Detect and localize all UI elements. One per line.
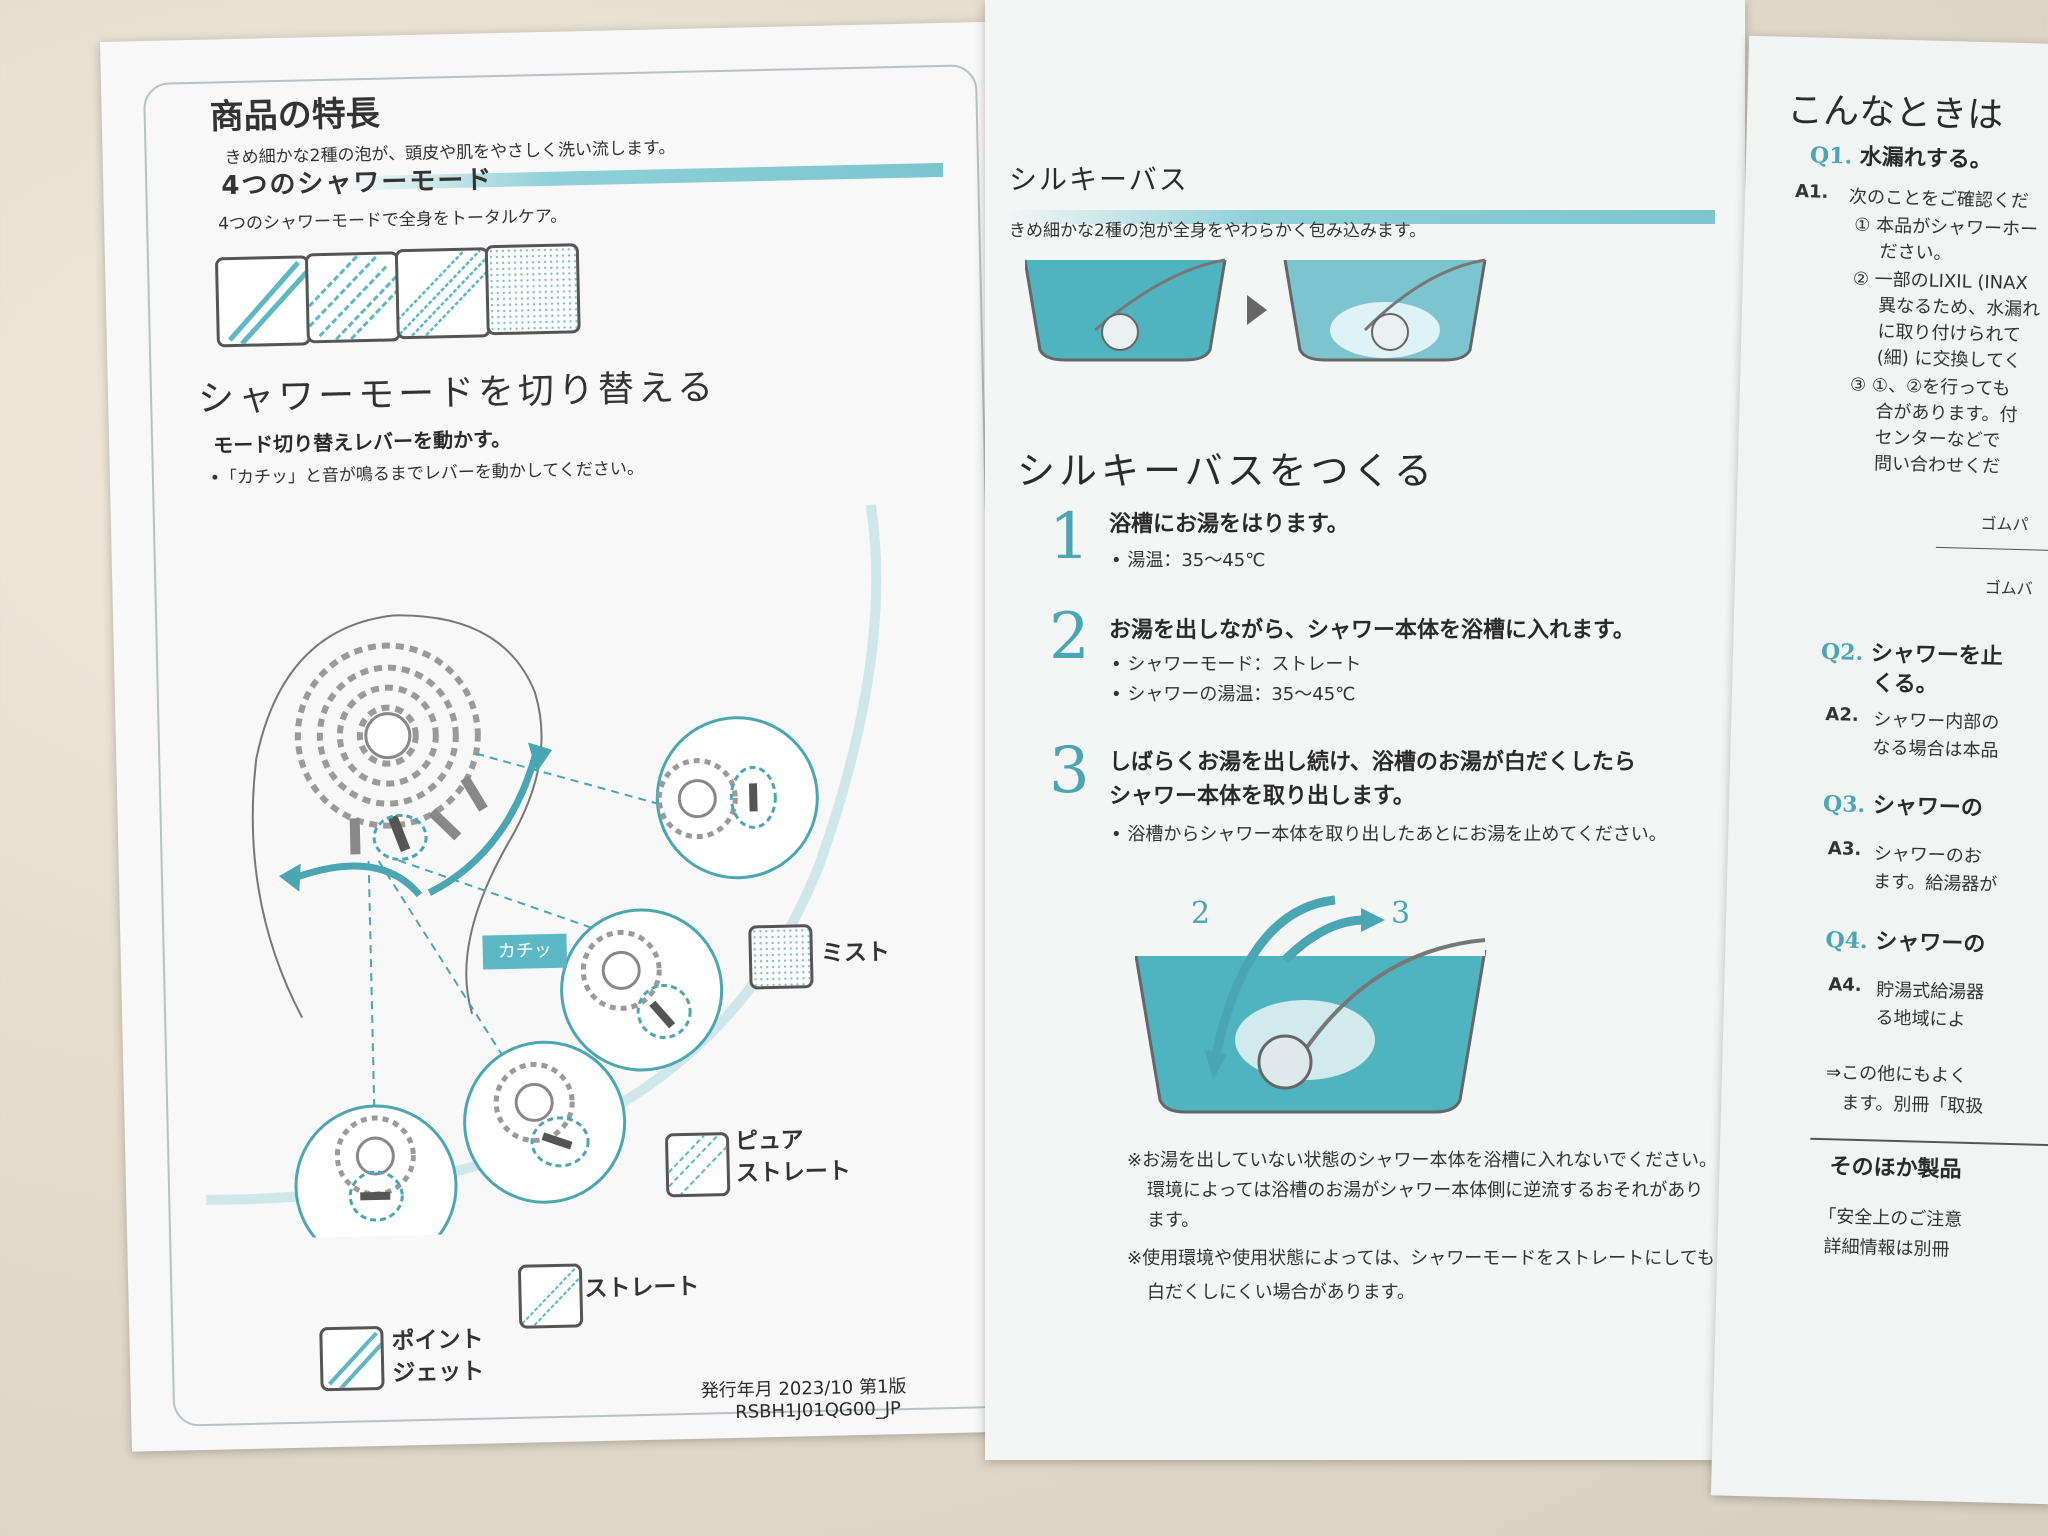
note-2-cont: 白だくしにくい場合があります。 bbox=[1147, 1282, 1415, 1303]
pure-straight-label-2: ストレート bbox=[735, 1158, 852, 1187]
note-2: ※使用環境や使用状態によっては、シャワーモードをストレートにしても bbox=[1127, 1248, 1715, 1269]
step-2-bullet-2: • シャワーの湯温：35～45℃ bbox=[1111, 684, 1356, 705]
point-jet-label-1: ポイント bbox=[391, 1326, 484, 1355]
a1-line: センターなどで bbox=[1874, 427, 2001, 452]
a2-label: A2. bbox=[1825, 704, 1859, 726]
other-line: ます。別冊「取扱 bbox=[1840, 1092, 1984, 1118]
step-1-number: 1 bbox=[1049, 500, 1090, 574]
pure-straight-icon-small bbox=[664, 1132, 731, 1198]
faq-title: こんなときは bbox=[1786, 89, 2004, 137]
right-page: こんなときは Q1. 水漏れする。 A1. 次のことをご確認くだ ① 本品がシャ… bbox=[1710, 35, 2048, 1505]
point-jet-icon-small bbox=[319, 1325, 385, 1392]
mist-icon-small bbox=[748, 924, 814, 990]
q4-text: シャワーの bbox=[1874, 929, 1986, 958]
step-2-bullet-1: • シャワーモード：ストレート bbox=[1111, 654, 1362, 675]
step-2-number: 2 bbox=[1049, 600, 1090, 674]
a3-line: シャワーのお bbox=[1873, 843, 1983, 868]
section-divider bbox=[1810, 1137, 2048, 1147]
arrow-2-label: 2 bbox=[1191, 896, 1211, 931]
step-1-title: 浴槽にお湯をはります。 bbox=[1109, 512, 1349, 537]
a2-line: なる場合は本品 bbox=[1872, 737, 1999, 762]
q1-label: Q1. bbox=[1809, 142, 1853, 170]
step-3-bullet: • 浴槽からシャワー本体を取り出したあとにお湯を止めてください。 bbox=[1111, 824, 1667, 845]
q3-label: Q3. bbox=[1822, 791, 1866, 819]
a1-line: に取り付けられて bbox=[1877, 321, 2022, 347]
mist-label: ミスト bbox=[820, 939, 891, 967]
other-line: ⇒この他にもよく bbox=[1825, 1062, 1968, 1087]
straight-label: ストレート bbox=[584, 1273, 700, 1303]
modes-heading: 4つのシャワーモード bbox=[220, 165, 494, 202]
note-1-cont: 環境によっては浴槽のお湯がシャワー本体側に逆流するおそれがあり bbox=[1147, 1180, 1704, 1201]
step-3-title-2: シャワー本体を取り出します。 bbox=[1109, 784, 1415, 809]
point-jet-mode-icon bbox=[214, 255, 311, 348]
gomu-label-1: ゴムパ bbox=[1980, 514, 2029, 535]
pure-straight-mode-icon bbox=[304, 251, 401, 344]
make-silky-title: シルキーバスをつくる bbox=[1017, 449, 1436, 493]
step-3-title: しばらくお湯を出し続け、浴槽のお湯が白だくしたら bbox=[1109, 750, 1636, 775]
step-1-bullet: • 湯温：35～45℃ bbox=[1111, 550, 1266, 571]
a4-label: A4. bbox=[1828, 974, 1862, 997]
a4-line: る地域によ bbox=[1875, 1007, 1966, 1031]
q3-text: シャワーの bbox=[1872, 793, 1984, 822]
arrow-3-label: 3 bbox=[1391, 896, 1411, 931]
a1-line: 問い合わせくだ bbox=[1873, 453, 2001, 478]
left-page: 商品の特長 きめ細かな2種の泡が、頭皮や肌をやさしく洗い流します。 4つのシャワ… bbox=[100, 21, 1022, 1452]
a3-line: ます。給湯器が bbox=[1872, 871, 1998, 896]
straight-mode-icon bbox=[394, 247, 491, 340]
a4-line: 貯湯式給湯器 bbox=[1875, 979, 1985, 1004]
point-jet-label-2: ジェット bbox=[391, 1358, 485, 1387]
q4-label: Q4. bbox=[1825, 927, 1868, 955]
sonota-line: 「安全上のご注意 bbox=[1818, 1206, 1963, 1231]
middle-page: シルキーバス きめ細かな2種の泡が全身をやわらかく包み込みます。 シルキーバスを… bbox=[985, 0, 1745, 1460]
sonota-heading: そのほか製品 bbox=[1829, 1154, 1962, 1183]
straight-icon-small bbox=[517, 1263, 584, 1329]
a1-line: (細) に交換してく bbox=[1876, 347, 2022, 373]
gomu-label-2: ゴムバ bbox=[1984, 578, 2034, 599]
mode-switch-diagram bbox=[206, 503, 882, 1241]
click-callout: カチッ bbox=[482, 933, 568, 970]
bath-removal-illustration bbox=[1135, 895, 1487, 1114]
silky-title: シルキーバス bbox=[1009, 163, 1189, 196]
a1-line: 合があります。付 bbox=[1875, 401, 2018, 426]
a3-label: A3. bbox=[1827, 838, 1862, 861]
a1-line: ださい。 bbox=[1879, 241, 1952, 265]
pure-straight-label-1: ピュア bbox=[734, 1127, 804, 1155]
silky-bath-illustration bbox=[1025, 258, 1487, 362]
a1-line: ③ ①、②を行っても bbox=[1849, 374, 2011, 400]
sonota-line: 詳細情報は別冊 bbox=[1823, 1236, 1950, 1261]
a2-line: シャワー内部の bbox=[1873, 709, 2000, 734]
features-title: 商品の特長 bbox=[209, 93, 381, 138]
divider bbox=[1935, 546, 2048, 552]
a1-label: A1. bbox=[1794, 181, 1829, 203]
step-3-number: 3 bbox=[1049, 734, 1090, 808]
q2-text-2: くる。 bbox=[1871, 671, 1939, 698]
document-code: RSBH1J01QG00_JP bbox=[735, 1398, 902, 1423]
silky-desc: きめ細かな2種の泡が全身をやわらかく包み込みます。 bbox=[1009, 221, 1427, 241]
mist-mode-icon bbox=[484, 243, 581, 336]
note-1: ※お湯を出していない状態のシャワー本体を浴槽に入れないでください。 bbox=[1127, 1150, 1717, 1171]
silky-band bbox=[1005, 210, 1715, 224]
a1-line: 次のことをご確認くだ bbox=[1848, 186, 2030, 213]
q2-label: Q2. bbox=[1820, 638, 1864, 666]
note-1-end: ます。 bbox=[1147, 1210, 1200, 1231]
step-2-title: お湯を出しながら、シャワー本体を浴槽に入れます。 bbox=[1109, 618, 1635, 643]
q1-text: 水漏れする。 bbox=[1859, 144, 1993, 174]
